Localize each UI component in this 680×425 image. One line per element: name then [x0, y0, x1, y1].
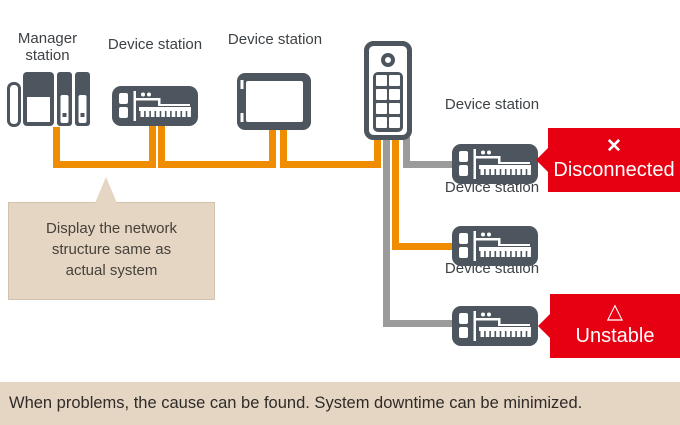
callout-text: Display the network structure same as ac… [46, 220, 177, 279]
callout-pointer-icon [95, 177, 117, 203]
badge-unstable-label: Unstable [575, 325, 655, 347]
cable-hub-drop-left [374, 137, 381, 168]
manager-station-icon [4, 70, 92, 128]
warning-triangle-icon: △ [606, 300, 624, 323]
caption-bar: When problems, the cause can be found. S… [0, 382, 680, 425]
cable-hub-to-disconnected-vertical [403, 137, 410, 168]
device-station-1-label: Device station [107, 36, 203, 53]
device-station-3-icon [452, 144, 538, 184]
device-station-2-icon [237, 73, 311, 130]
cable-device2-drop-right [280, 128, 287, 168]
cable-trunk-3 [280, 161, 381, 168]
badge-disconnected-label: Disconnected [553, 159, 675, 181]
badge-disconnected: ✕ Disconnected [536, 128, 680, 192]
callout: Display the network structure same as ac… [8, 177, 215, 300]
badge-tail-icon [536, 147, 549, 173]
badge-unstable: △ Unstable [538, 294, 680, 358]
caption-text: When problems, the cause can be found. S… [9, 394, 583, 412]
cable-trunk-1 [53, 161, 156, 168]
device-station-3-label: Device station [444, 96, 540, 113]
manager-station-label: Manager station [17, 30, 78, 64]
cable-hub-to-middle-vertical [392, 137, 399, 250]
hub-icon [364, 41, 412, 140]
cable-trunk-2 [158, 161, 276, 168]
device-station-2-label: Device station [227, 31, 323, 48]
device-station-5-icon [452, 306, 538, 346]
cable-hub-to-middle-horizontal [392, 243, 454, 250]
cable-hub-to-disconnected-horizontal [403, 161, 454, 168]
cable-device1-drop-right [158, 124, 165, 168]
badge-tail-icon [538, 313, 551, 339]
device-station-1-icon [112, 86, 198, 126]
cable-hub-to-unstable-vertical [383, 137, 390, 327]
device-station-4-icon [452, 226, 538, 266]
cable-device2-drop-left [269, 128, 276, 168]
cable-device1-drop-left [149, 124, 156, 168]
cable-hub-to-unstable-horizontal [383, 320, 454, 327]
cross-icon: ✕ [606, 136, 622, 157]
cable-manager-drop [53, 127, 60, 168]
